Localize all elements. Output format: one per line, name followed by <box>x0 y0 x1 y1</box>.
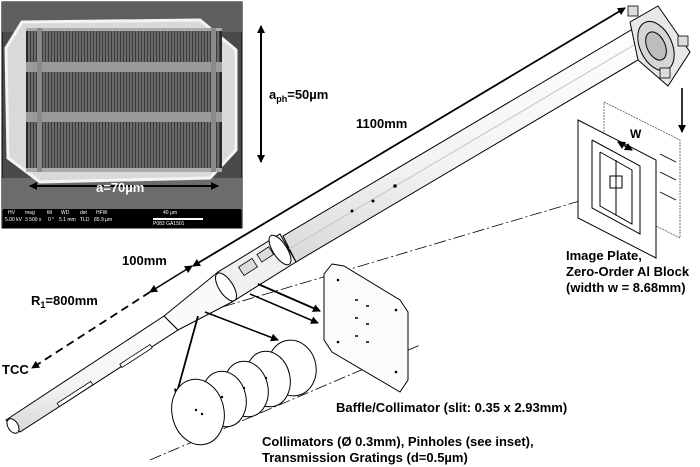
optical-axis-line <box>184 191 611 319</box>
sem-wd: WD <box>61 210 70 216</box>
sem-det: det <box>80 210 87 216</box>
image-plate-panels <box>577 101 681 259</box>
sem-hfw-value: 85.9 µm <box>94 217 113 223</box>
baffle-plate <box>323 263 409 393</box>
sem-mag: mag <box>25 210 35 216</box>
pointer-to-gratings <box>204 311 279 342</box>
sem-hfw: HFW <box>96 210 108 216</box>
w-label: W <box>630 127 642 141</box>
sem-hv-value: 5.00 kV <box>5 217 22 223</box>
sem-id: P083 GA1501 <box>153 221 185 227</box>
w-width-arrow <box>617 141 633 151</box>
length-100-label: 100mm <box>122 253 167 268</box>
image-plate-label-3: (width w = 8.68mm) <box>566 280 686 295</box>
pointer-to-baffle-2 <box>249 293 319 324</box>
image-plate-label-2: Zero-Order Al Block <box>566 264 690 279</box>
spectrometer-tube <box>5 5 691 434</box>
baffle-label: Baffle/Collimator (slit: 0.35 x 2.93mm) <box>336 400 568 415</box>
sem-scale: 40 µm <box>163 210 177 216</box>
aph-label: aph=50µm <box>269 87 329 104</box>
r1-label: R1=800mm <box>31 293 98 310</box>
a-width-label: a=70µm <box>96 180 145 195</box>
length-100-arrow <box>149 265 193 293</box>
sem-tilt: tilt <box>47 210 52 216</box>
sem-wd-value: 5.1 mm <box>59 217 76 223</box>
pointer-to-collimators <box>173 315 199 397</box>
r1-dashed-line <box>31 291 151 369</box>
image-plate-label-1: Image Plate, <box>566 248 642 263</box>
sem-scale-bar <box>153 217 203 223</box>
tcc-label: TCC <box>2 362 29 377</box>
pointer-to-baffle <box>257 283 321 312</box>
sem-hv: HV <box>8 210 15 216</box>
sem-tilt-value: 0 ° <box>48 217 55 223</box>
collimators-label-1: Collimators (Ø 0.3mm), Pinholes (see ins… <box>262 434 534 449</box>
length-1100-arrow <box>192 7 626 267</box>
collimator-discs <box>171 339 317 446</box>
sem-info-bar: HV 5.00 kV mag 3 500 x tilt 0 ° WD 5.1 m… <box>3 209 241 228</box>
length-1100-label: 1100mm <box>356 116 408 131</box>
sem-det-value: TLD <box>80 217 90 223</box>
collimators-label-2: Transmission Gratings (d=0.5µm) <box>262 450 468 465</box>
sem-mag-value: 3 500 x <box>25 217 42 223</box>
